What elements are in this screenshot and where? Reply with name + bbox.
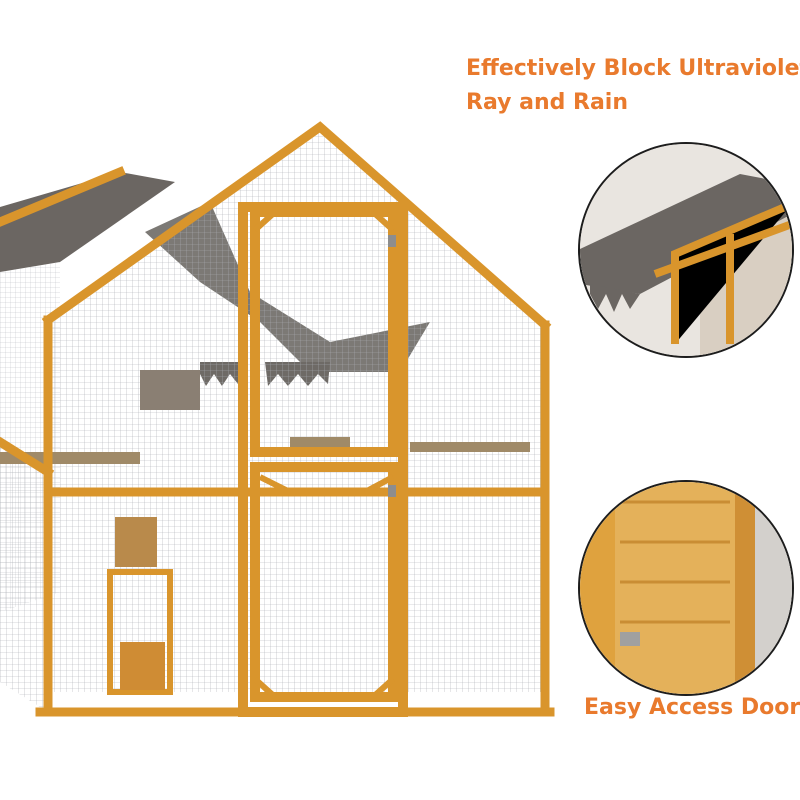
roof-detail-image	[578, 142, 794, 358]
headline: Effectively Block Ultraviolet Ray and Ra…	[466, 52, 800, 120]
door-detail-image	[578, 480, 794, 696]
headline-line-1: Effectively Block Ultraviolet	[466, 56, 800, 81]
catio-enclosure-image	[0, 121, 555, 717]
door-caption: Easy Access Door	[584, 695, 800, 720]
headline-line-2: Ray and Rain	[466, 90, 629, 115]
